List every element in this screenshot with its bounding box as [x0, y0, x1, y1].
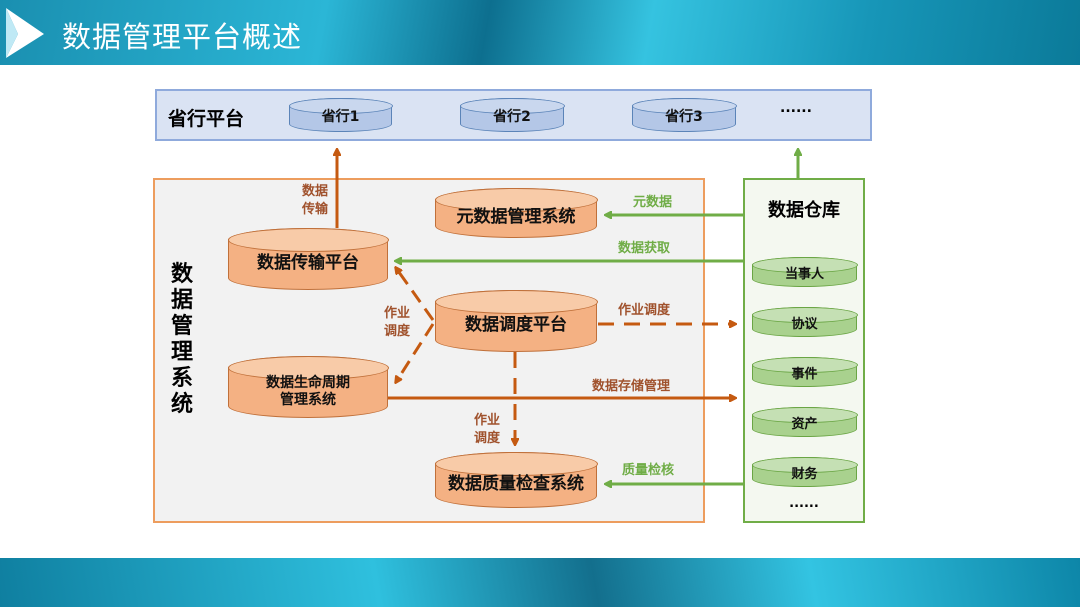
province-platform-label: 省行平台 [168, 108, 245, 130]
warehouse-ellipsis: ...... [789, 496, 819, 511]
label-data-transmit: 数据传输 [301, 184, 328, 217]
label-storage-management: 数据存储管理 [592, 379, 671, 394]
province-node-3: 省行3 [631, 97, 737, 132]
data-scheduling-platform: 数据调度平台 [434, 289, 598, 352]
metadata-management-system: 元数据管理系统 [434, 187, 598, 238]
data-quality-check-system: 数据质量检查系统 [434, 451, 598, 508]
warehouse-agreement: 协议 [751, 306, 858, 337]
warehouse-asset: 资产 [751, 406, 858, 437]
arrow-schedule-to-lifecycle [396, 323, 435, 382]
label-data-acquire: 数据获取 [618, 241, 671, 256]
data-management-system-label: 数据管理系统 [170, 262, 193, 417]
warehouse-finance: 财务 [751, 456, 858, 487]
header-band [0, 0, 1080, 65]
province-node-2: 省行2 [459, 97, 565, 132]
footer-band [0, 558, 1080, 607]
logo-icon [6, 8, 44, 58]
warehouse-event: 事件 [751, 356, 858, 387]
data-transfer-platform: 数据传输平台 [227, 227, 389, 290]
slide-title: 数据管理平台概述 [62, 20, 303, 54]
province-ellipsis: ...... [780, 100, 812, 116]
label-quality-check: 质量检核 [622, 463, 675, 478]
province-node-1: 省行1 [288, 97, 393, 132]
warehouse-party: 当事人 [751, 256, 858, 287]
label-job-schedule-left: 作业调度 [383, 306, 410, 339]
data-lifecycle-management-system: 数据生命周期管理系统 [227, 355, 389, 418]
label-metadata: 元数据 [633, 195, 673, 210]
label-job-schedule-down: 作业调度 [473, 413, 500, 446]
data-warehouse-label: 数据仓库 [768, 200, 840, 221]
label-job-schedule: 作业调度 [618, 303, 671, 318]
arrow-schedule-to-transfer [396, 268, 435, 321]
